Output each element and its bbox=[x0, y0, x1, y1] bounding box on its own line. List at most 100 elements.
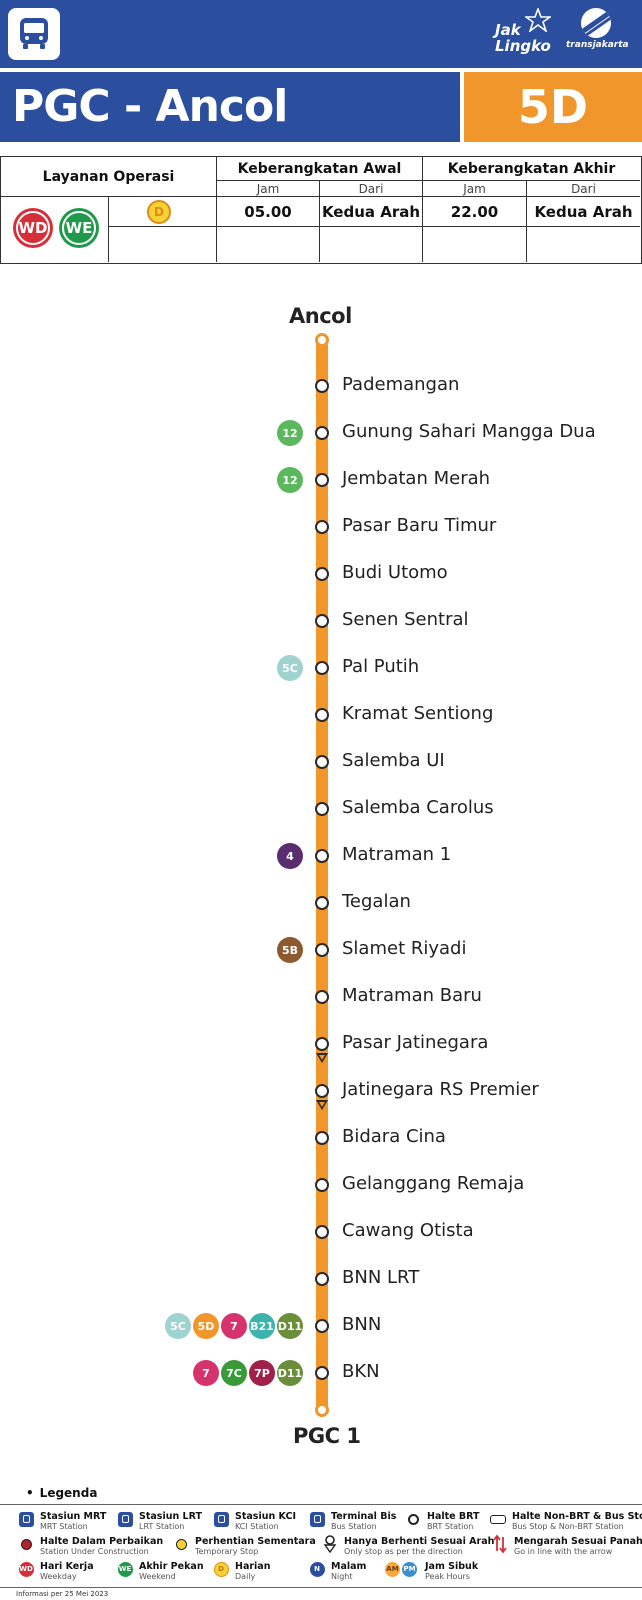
weekend-icon: WE bbox=[59, 208, 99, 248]
stop-label: Slamet Riyadi bbox=[342, 938, 467, 959]
transfer-route-badge: 7 bbox=[193, 1360, 219, 1386]
stop-label: Pasar Baru Timur bbox=[342, 515, 497, 536]
stop-label: Bidara Cina bbox=[342, 1126, 446, 1147]
stop-label: Gelanggang Remaja bbox=[342, 1173, 525, 1194]
transfer-route-badge: 5D bbox=[193, 1313, 219, 1339]
first-departure-time: 05.00 bbox=[217, 197, 320, 227]
stop-node-icon bbox=[315, 990, 329, 1004]
one-way-stop-icon bbox=[322, 1535, 338, 1553]
transfer-route-badge: 5C bbox=[277, 655, 303, 681]
end-terminal-icon bbox=[315, 1403, 329, 1417]
stop-label: Matraman Baru bbox=[342, 985, 482, 1006]
weekday-icon: WD bbox=[18, 1561, 34, 1577]
stop-node-icon bbox=[315, 1084, 329, 1098]
schedule-table: Layanan Operasi Keberangkatan Awal Keber… bbox=[0, 156, 642, 264]
route-code: 5D bbox=[464, 72, 642, 142]
transfer-route-badge: 7C bbox=[221, 1360, 247, 1386]
stop-node-icon bbox=[315, 755, 329, 769]
last-from-label: Dari bbox=[527, 181, 640, 197]
brand-transjakarta: transjakarta bbox=[566, 40, 629, 50]
stop-node-icon bbox=[315, 849, 329, 863]
transfer-route-badge: 12 bbox=[277, 420, 303, 446]
route-start: Ancol bbox=[289, 304, 352, 328]
stop-label: Tegalan bbox=[342, 891, 411, 912]
stop-label: Salemba UI bbox=[342, 750, 445, 771]
stop-node-icon bbox=[315, 661, 329, 675]
lrt-station-icon bbox=[117, 1511, 133, 1527]
jaklingko-star-icon bbox=[523, 6, 553, 35]
transfer-route-badge: 7 bbox=[221, 1313, 247, 1339]
stop-label: Budi Utomo bbox=[342, 562, 448, 583]
start-terminal-icon bbox=[315, 333, 329, 347]
top-bar: Jak Lingko transjakarta bbox=[0, 0, 642, 68]
transfer-route-badge: 12 bbox=[277, 467, 303, 493]
stop-node-icon bbox=[315, 1366, 329, 1380]
transfer-route-badge: 7P bbox=[249, 1360, 275, 1386]
first-departure-from: Kedua Arah bbox=[320, 197, 423, 227]
stop-label: Kramat Sentiong bbox=[342, 703, 494, 724]
last-departure-time: 22.00 bbox=[423, 197, 527, 227]
brand-jak: Jak bbox=[495, 21, 521, 39]
service-header: Layanan Operasi bbox=[1, 157, 217, 197]
stop-node-icon bbox=[315, 614, 329, 628]
stop-node-icon bbox=[315, 1319, 329, 1333]
jaklingko-logo: Jak Lingko bbox=[495, 6, 557, 56]
transfer-route-badge: 4 bbox=[277, 843, 303, 869]
stop-label: Cawang Otista bbox=[342, 1220, 474, 1241]
stop-node-icon bbox=[315, 896, 329, 910]
stop-label: Matraman 1 bbox=[342, 844, 452, 865]
weekend-icon: WE bbox=[117, 1561, 133, 1577]
route-name: PGC - Ancol bbox=[0, 72, 460, 142]
route-end: PGC 1 bbox=[293, 1424, 361, 1448]
transjakarta-logo: transjakarta bbox=[566, 8, 629, 58]
service-badges-cell: WD WE bbox=[1, 197, 109, 262]
first-time-label: Jam bbox=[217, 181, 320, 197]
kci-station-icon bbox=[213, 1511, 229, 1527]
night-icon: N bbox=[309, 1561, 325, 1577]
temporary-stop-icon bbox=[173, 1536, 189, 1552]
last-departure-from: Kedua Arah bbox=[527, 197, 640, 227]
empty-cell bbox=[527, 227, 640, 262]
stop-label: BNN bbox=[342, 1314, 382, 1335]
last-time-label: Jam bbox=[423, 181, 527, 197]
one-way-stop-icon bbox=[316, 1053, 328, 1063]
last-departure-header: Keberangkatan Akhir bbox=[423, 157, 640, 181]
daily-icon: D bbox=[147, 200, 171, 224]
brand-lingko: Lingko bbox=[495, 37, 551, 55]
transfer-route-badge: B21 bbox=[249, 1313, 275, 1339]
stop-node-icon bbox=[315, 1225, 329, 1239]
legend-title: Legenda bbox=[26, 1486, 98, 1500]
empty-cell bbox=[109, 227, 217, 262]
stop-node-icon bbox=[315, 802, 329, 816]
stop-node-icon bbox=[315, 567, 329, 581]
stop-label: Pademangan bbox=[342, 374, 460, 395]
empty-cell bbox=[423, 227, 527, 262]
transfer-route-badge: 5B bbox=[277, 937, 303, 963]
empty-cell bbox=[320, 227, 423, 262]
route-title-bar: PGC - Ancol 5D bbox=[0, 72, 642, 142]
daily-badge-cell: D bbox=[109, 197, 217, 227]
stop-node-icon bbox=[315, 1037, 329, 1051]
transfer-route-badge: D11 bbox=[277, 1313, 303, 1339]
stop-node-icon bbox=[315, 1131, 329, 1145]
stop-node-icon bbox=[315, 1178, 329, 1192]
stop-label: Gunung Sahari Mangga Dua bbox=[342, 421, 596, 442]
transfer-route-badge: 5C bbox=[165, 1313, 191, 1339]
stop-label: Senen Sentral bbox=[342, 609, 469, 630]
transjakarta-mark-icon bbox=[581, 8, 611, 38]
stop-node-icon bbox=[315, 473, 329, 487]
mrt-station-icon bbox=[18, 1511, 34, 1527]
info-date-note: Informasi per 25 Mei 2023 bbox=[16, 1590, 109, 1598]
